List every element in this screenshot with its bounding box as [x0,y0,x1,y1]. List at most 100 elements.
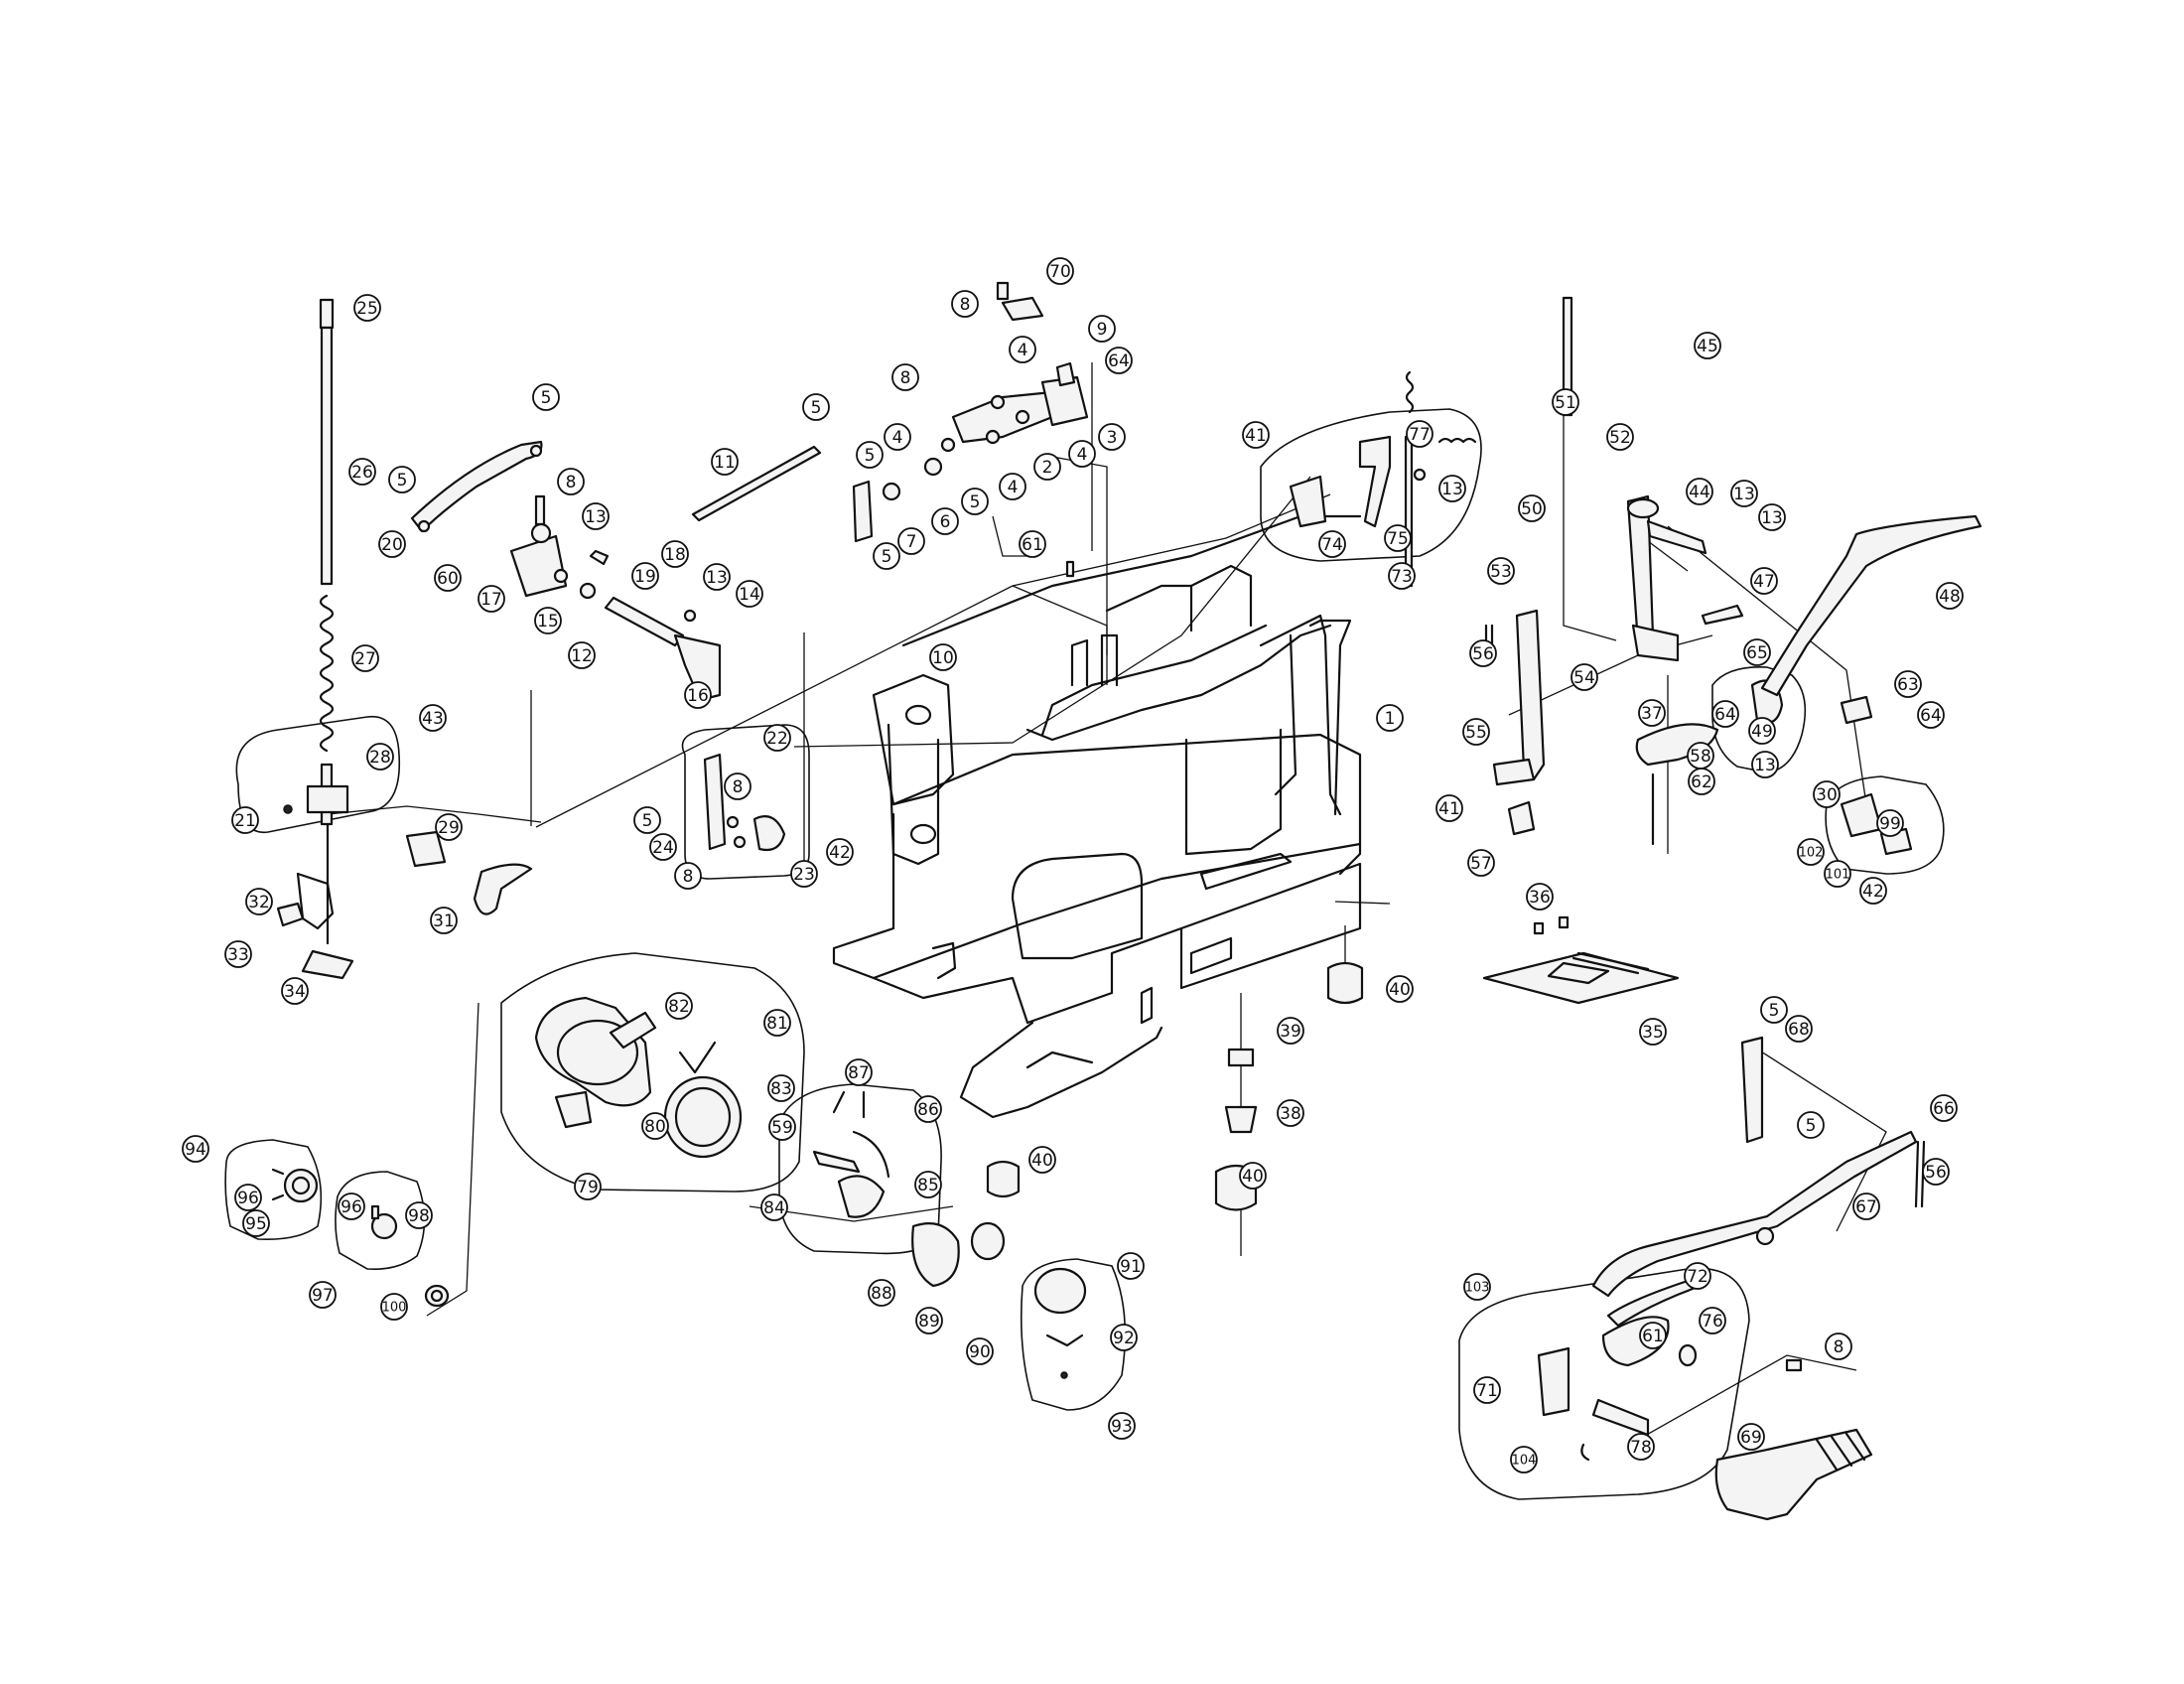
callout-circle [245,888,273,915]
callout-circle [1239,1162,1267,1190]
callout-circle [1686,478,1713,505]
group-outline-103 [1458,1267,1750,1500]
callout-38: 38 [1277,1099,1304,1127]
callout-circle [1570,663,1598,691]
callout-49: 49 [1748,717,1776,745]
callout-number: 56 [1472,644,1494,664]
callout-4: 4 [884,423,911,451]
callout-40: 40 [1028,1146,1056,1174]
plate-22 [703,753,727,851]
callout-25: 25 [353,294,381,322]
callout-number: 27 [354,649,376,669]
callout-circle [419,704,447,732]
callout-circle [1748,717,1776,745]
callout-48: 48 [1936,582,1964,610]
callout-number: 1 [1385,709,1396,729]
callout-61: 61 [1639,1322,1667,1349]
callout-4: 4 [1009,336,1036,363]
callout-number: 89 [918,1312,940,1332]
callout-number: 78 [1630,1438,1652,1458]
callout-95: 95 [242,1209,270,1237]
callout-number: 91 [1120,1257,1142,1277]
bobbin-case-88 [911,1222,960,1288]
callout-number: 13 [1761,508,1783,528]
callout-circle [1930,1094,1958,1122]
callout-number: 104 [1512,1454,1537,1469]
callout-40: 40 [1239,1162,1267,1190]
foot-holder-32 [296,872,335,930]
callout-number: 4 [1008,478,1019,497]
callout-circle [631,562,659,590]
bushing-98 [370,1212,398,1240]
callout-number: 34 [284,982,306,1002]
callout-circle [1487,557,1515,585]
bracket-68 [1740,1036,1764,1144]
callout-number: 61 [1022,535,1043,555]
callout-59: 59 [768,1113,796,1141]
callout-92: 92 [1110,1324,1138,1351]
callout-number: 52 [1609,428,1631,448]
callout-circle [1638,699,1666,727]
callout-circle [1435,794,1463,822]
callout-number: 79 [577,1178,599,1197]
callout-87: 87 [845,1058,873,1086]
callout-number: 5 [1806,1116,1817,1136]
callout-circle [1894,670,1922,698]
foot-57 [1507,800,1536,836]
callout-number: 76 [1702,1312,1723,1332]
callout-number: 72 [1687,1267,1708,1287]
callout-35: 35 [1639,1018,1667,1046]
callout-number: 45 [1697,337,1718,356]
callout-circle [1242,421,1270,449]
callout-number: 62 [1691,772,1712,792]
spring-51 [1405,370,1415,414]
callout-number: 42 [829,843,851,863]
callout-66: 66 [1930,1094,1958,1122]
callout-circle [1552,388,1579,416]
callout-80: 80 [641,1112,669,1140]
callout-circle [1797,838,1825,866]
callout-5: 5 [856,441,884,469]
shaft-78 [1591,1398,1650,1437]
callout-circle [897,527,925,555]
shaft-47 [1646,519,1707,555]
callout-101: 101 [1824,860,1851,888]
callout-number: 92 [1113,1329,1135,1348]
callout-number: 66 [1933,1099,1955,1119]
shaft-59 [812,1150,861,1174]
callout-circle [182,1135,209,1163]
callout-4: 4 [999,473,1026,500]
callout-14: 14 [736,580,763,608]
callout-circle [711,448,739,476]
callout-64: 64 [1917,701,1945,729]
callout-circle [1467,849,1495,877]
callout-number: 36 [1529,888,1551,908]
callout-16: 16 [684,681,712,709]
bracket-17 [509,534,568,598]
callout-number: 17 [480,590,502,610]
callout-62: 62 [1688,768,1715,795]
bushing-29 [405,830,447,868]
callout-circle [582,502,610,530]
callout-19: 19 [631,562,659,590]
callout-88: 88 [868,1279,895,1307]
callout-number: 14 [739,585,760,605]
shaft-12 [604,596,685,647]
callout-number: 70 [1049,262,1071,282]
callout-number: 98 [408,1206,430,1226]
bracket-71 [1537,1346,1570,1417]
lever-66 [1591,1130,1918,1298]
foot-40-a [1326,961,1364,1005]
callout-circle [1110,1324,1138,1351]
lever-48 [1760,514,1982,697]
callout-circle [378,530,406,558]
callout-81: 81 [763,1009,791,1037]
callout-circle [1797,1111,1825,1139]
callout-circle [1639,1018,1667,1046]
callout-number: 26 [351,463,373,483]
callout-circle [1463,1273,1491,1301]
callout-4: 4 [1068,440,1096,468]
presser-bar-26 [320,326,334,586]
callout-number: 96 [341,1197,362,1217]
needle-bar-44 [1626,494,1655,645]
